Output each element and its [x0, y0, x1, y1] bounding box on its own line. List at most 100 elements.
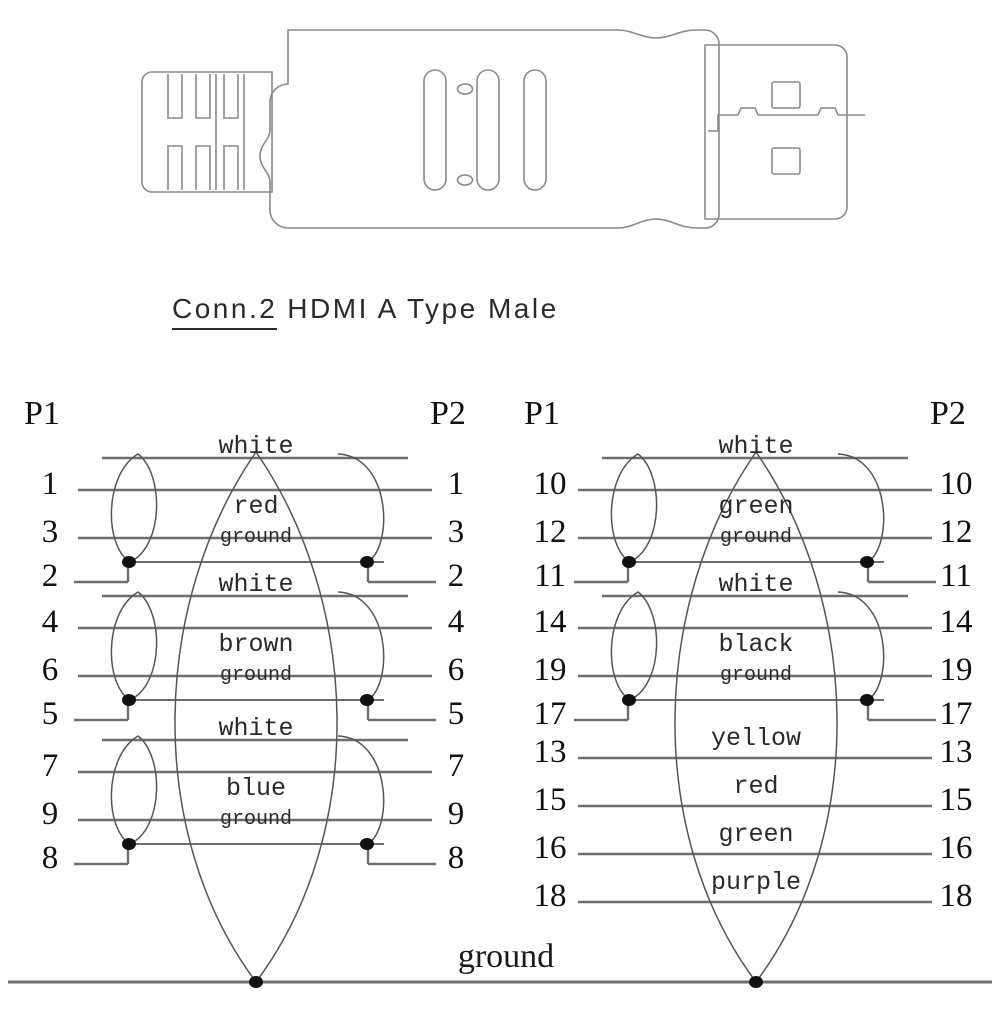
twist-ellipse-right: [337, 591, 385, 701]
body-pinhole: [456, 174, 474, 186]
pin-number-p2: 9: [447, 796, 465, 832]
wire-label: purple: [710, 868, 802, 897]
connector-caption: Conn.2 HDMI A Type Male: [172, 293, 559, 330]
wire-label: white: [718, 432, 794, 461]
column-header-p2: P2: [430, 395, 466, 432]
ground-bus-label: ground: [457, 938, 555, 975]
wire-label: white: [218, 570, 294, 599]
junction-dot-right: [360, 556, 374, 568]
twist-ellipse-left: [110, 735, 158, 845]
pin-number-p2: 14: [939, 604, 973, 640]
twist-ellipse-left: [110, 453, 158, 563]
plug-metal-shell: [704, 44, 848, 220]
twist-ellipse-right: [337, 453, 385, 563]
wire-label-ground: ground: [219, 808, 293, 831]
grip-rib: [195, 145, 211, 190]
pin-number-p1: 3: [41, 514, 59, 550]
pin-number-p2: 13: [939, 734, 973, 770]
wire-label: red: [233, 492, 279, 521]
junction-dot-left: [122, 556, 136, 568]
twist-ellipse-left: [610, 591, 658, 701]
pin-number-p1: 19: [533, 652, 567, 688]
wire-label: white: [218, 432, 294, 461]
pin-number-p1: 18: [533, 878, 567, 914]
pin-number-p1: 11: [534, 558, 566, 594]
pin-number-p1: 4: [41, 604, 59, 640]
wire-label: red: [733, 772, 779, 801]
wire-label: black: [718, 630, 794, 659]
twist-ellipse-right: [837, 453, 885, 563]
wire-label: green: [718, 820, 794, 849]
wire-label: white: [218, 714, 294, 743]
wire-label: yellow: [710, 724, 802, 753]
ground-bus-junction-left: [249, 976, 263, 988]
plug-square-hole-top: [771, 81, 801, 109]
pin-number-p2: 17: [939, 696, 973, 732]
pin-number-p1: 10: [533, 466, 567, 502]
pin-number-p1: 1: [41, 466, 59, 502]
pin-number-p2: 4: [447, 604, 465, 640]
body-slot: [423, 69, 447, 191]
junction-dot-right: [360, 838, 374, 850]
body-pinhole: [456, 83, 474, 95]
pin-number-p1: 9: [41, 796, 59, 832]
wiring-schematic: [8, 450, 992, 988]
pin-number-p2: 2: [447, 558, 465, 594]
pin-number-p1: 8: [41, 840, 59, 876]
grip-rib: [167, 145, 183, 190]
wire-label: white: [718, 570, 794, 599]
connector-body-outline: [259, 29, 720, 229]
cable-grip-outline: [141, 71, 273, 193]
wire-label-ground: ground: [719, 664, 793, 687]
hdmi-connector-illustration: [141, 29, 865, 229]
pin-number-p2: 5: [447, 696, 465, 732]
junction-dot-left: [122, 838, 136, 850]
wire-label: green: [718, 492, 794, 521]
pin-number-p1: 7: [41, 748, 59, 784]
twist-ellipse-right: [337, 735, 385, 845]
body-slot: [523, 69, 547, 191]
pin-number-p2: 16: [939, 830, 973, 866]
pin-number-p2: 6: [447, 652, 465, 688]
grip-rib: [195, 74, 211, 119]
wire-label-ground: ground: [219, 664, 293, 687]
ground-bus-junction-right: [749, 976, 763, 988]
wire-label-ground: ground: [719, 526, 793, 549]
pin-number-p2: 8: [447, 840, 465, 876]
plug-square-hole-bottom: [771, 147, 801, 175]
pin-number-p1: 5: [41, 696, 59, 732]
pin-number-p2: 10: [939, 466, 973, 502]
column-header-p1: P1: [524, 395, 560, 432]
connector-caption-ref: Conn.2: [172, 293, 278, 330]
pin-number-p1: 16: [533, 830, 567, 866]
twist-ellipse-left: [110, 591, 158, 701]
junction-dot-right: [860, 556, 874, 568]
junction-dot-left: [122, 694, 136, 706]
pin-number-p1: 6: [41, 652, 59, 688]
junction-dot-right: [860, 694, 874, 706]
junction-dot-left: [622, 556, 636, 568]
junction-dot-right: [360, 694, 374, 706]
pin-number-p2: 19: [939, 652, 973, 688]
pin-number-p1: 17: [533, 696, 567, 732]
column-header-p2: P2: [930, 395, 966, 432]
pin-number-p1: 13: [533, 734, 567, 770]
twist-ellipse-right: [837, 591, 885, 701]
grip-rib: [223, 74, 239, 119]
wire-label-ground: ground: [219, 526, 293, 549]
grip-rib: [167, 74, 183, 119]
twist-ellipse-left: [610, 453, 658, 563]
pin-number-p1: 12: [533, 514, 567, 550]
junction-dot-left: [622, 694, 636, 706]
pin-number-p2: 18: [939, 878, 973, 914]
plug-notch-profile: [708, 107, 865, 132]
pin-number-p1: 15: [533, 782, 567, 818]
pin-number-p1: 14: [533, 604, 567, 640]
pin-number-p2: 11: [940, 558, 972, 594]
wire-label: blue: [225, 774, 287, 803]
body-slot: [476, 69, 500, 191]
grip-rib: [223, 145, 239, 190]
connector-caption-text: HDMI A Type Male: [287, 293, 559, 324]
pin-number-p2: 3: [447, 514, 465, 550]
